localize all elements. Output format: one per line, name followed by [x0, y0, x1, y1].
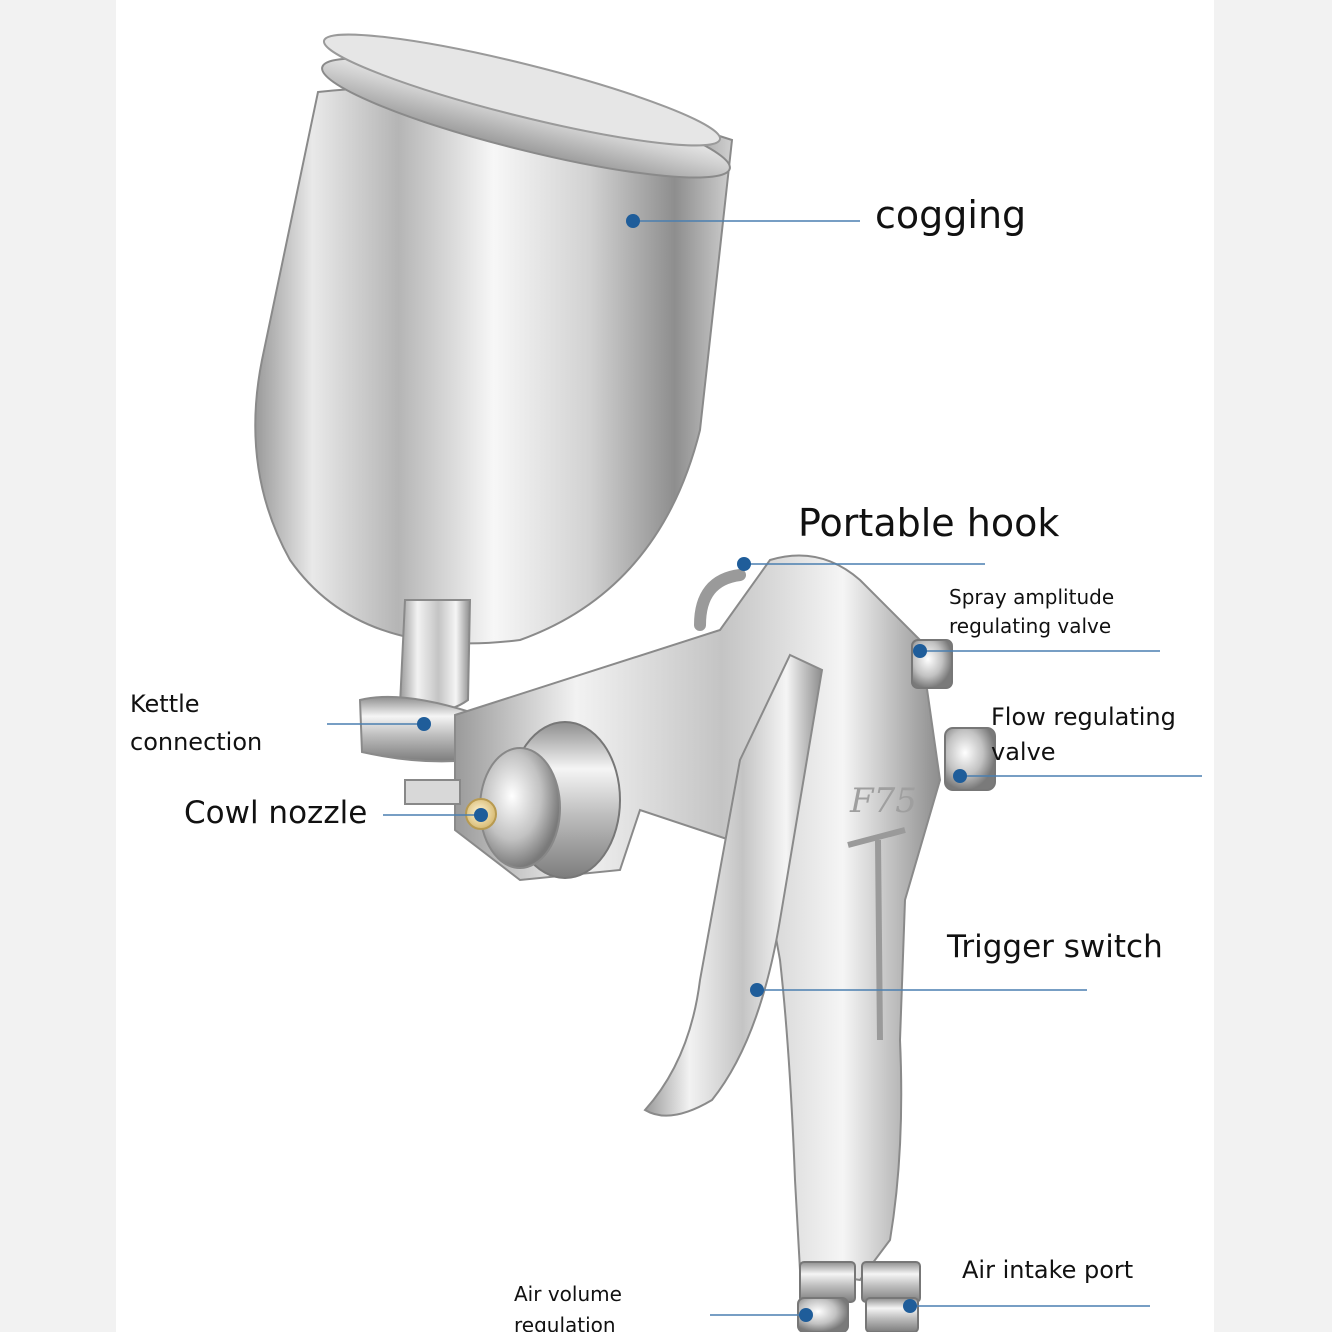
right-margin-band [1214, 0, 1332, 1332]
marker-dots [417, 214, 967, 1322]
marker-dot-spray-amplitude [913, 644, 927, 658]
label-flow-regulating-line-1: Flow regulating [991, 703, 1176, 731]
label-kettle-connection-line-2: connection [130, 728, 263, 756]
label-air-volume-line-2: regulation [514, 1313, 616, 1332]
label-air-volume: Air volume regulation [514, 1279, 622, 1332]
marker-dot-cowl-nozzle [474, 808, 488, 822]
marker-dot-flow-regulating [953, 769, 967, 783]
label-flow-regulating: Flow regulating valve [991, 700, 1176, 770]
marker-dot-kettle-connection [417, 717, 431, 731]
leader-lines [327, 220, 1202, 1316]
label-air-volume-line-1: Air volume [514, 1282, 622, 1306]
label-spray-amplitude-line-1: Spray amplitude [949, 585, 1115, 609]
label-spray-amplitude: Spray amplitude regulating valve [949, 583, 1114, 641]
gun-body: F75 [454, 554, 942, 1282]
label-trigger-switch: Trigger switch [947, 929, 1163, 965]
left-margin-band [0, 0, 116, 1332]
label-spray-amplitude-line-2: regulating valve [949, 614, 1112, 638]
marker-dot-portable-hook [737, 557, 751, 571]
label-cowl-nozzle: Cowl nozzle [184, 795, 368, 831]
marker-dot-air-intake [903, 1299, 917, 1313]
model-mark: F75 [849, 781, 917, 821]
nozzle-assembly [404, 721, 621, 879]
label-flow-regulating-line-2: valve [991, 738, 1056, 766]
marker-dot-air-volume [799, 1308, 813, 1322]
trigger [643, 653, 824, 1117]
label-kettle-connection: Kettle connection [130, 685, 262, 761]
label-air-intake-port: Air intake port [962, 1256, 1134, 1284]
paint-cup [254, 33, 734, 763]
label-cogging: cogging [875, 193, 1027, 237]
label-kettle-connection-line-1: Kettle [130, 690, 200, 718]
marker-dot-cogging [626, 214, 640, 228]
label-portable-hook: Portable hook [798, 501, 1060, 545]
marker-dot-trigger-switch [750, 983, 764, 997]
